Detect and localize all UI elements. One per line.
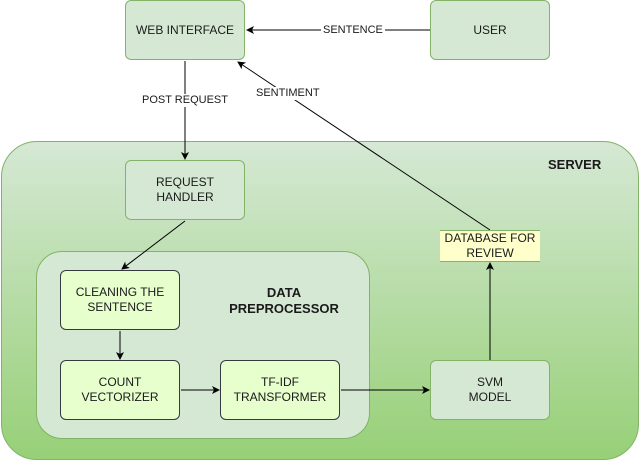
tfidf-transformer-label: TF-IDF TRANSFORMER: [233, 375, 327, 404]
user-label: USER: [473, 22, 507, 37]
sentiment-edge-label: SENTIMENT: [254, 87, 322, 100]
request-handler-node[interactable]: REQUEST HANDLER: [125, 160, 245, 220]
count-vectorizer-node[interactable]: COUNT VECTORIZER: [60, 360, 180, 420]
database-node[interactable]: DATABASE FOR REVIEW: [440, 230, 540, 262]
server-region-title: SERVER: [548, 157, 602, 172]
count-vectorizer-label: COUNT VECTORIZER: [81, 375, 159, 404]
web-interface-label: WEB INTERFACE: [135, 22, 234, 37]
request-handler-label: REQUEST HANDLER: [155, 175, 214, 204]
cleaning-sentence-label: CLEANING THE SENTENCE: [75, 285, 165, 314]
svm-model-label: SVM MODEL: [468, 375, 512, 404]
sentence-edge-label: SENTENCE: [321, 24, 385, 37]
user-node[interactable]: USER: [430, 0, 550, 60]
web-interface-node[interactable]: WEB INTERFACE: [125, 0, 245, 60]
data-preprocessor-title: DATA PREPROCESSOR: [229, 285, 339, 316]
post-request-edge-label: POST REQUEST: [140, 94, 230, 107]
svm-model-node[interactable]: SVM MODEL: [430, 360, 550, 420]
cleaning-sentence-node[interactable]: CLEANING THE SENTENCE: [60, 270, 180, 330]
edge-request-handler-to-cleaning: [121, 220, 186, 270]
database-label: DATABASE FOR REVIEW: [444, 231, 536, 260]
tfidf-transformer-node[interactable]: TF-IDF TRANSFORMER: [220, 360, 340, 420]
